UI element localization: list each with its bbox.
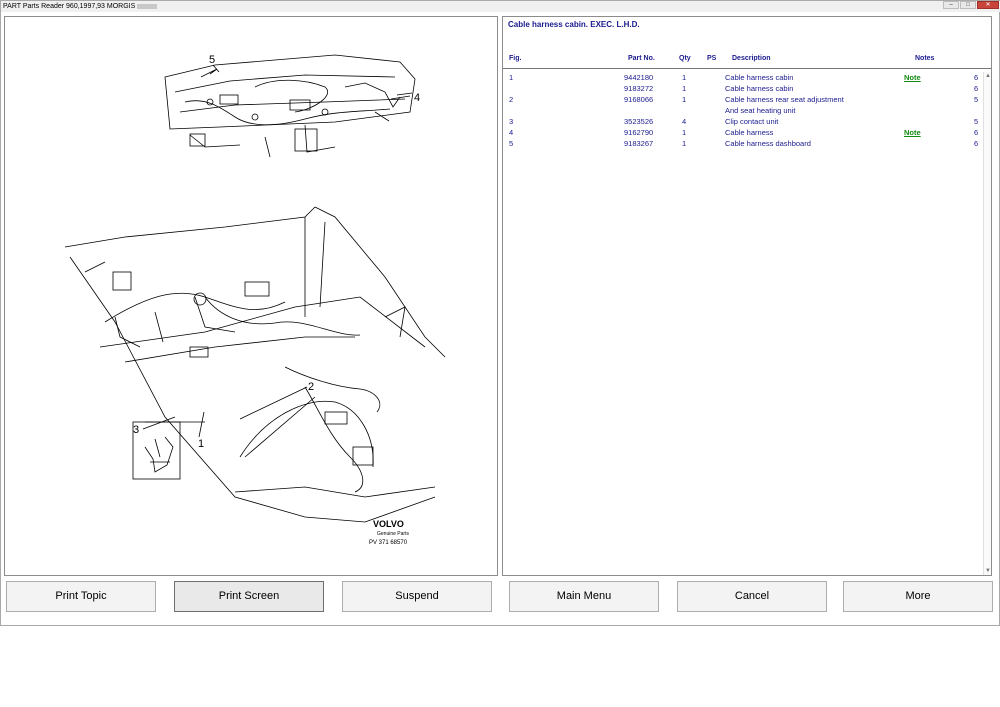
callout-4: 4 xyxy=(414,92,420,104)
row-extra: 5 xyxy=(974,117,979,126)
vertical-scrollbar[interactable]: ▲ ▼ xyxy=(983,72,991,575)
callout-1: 1 xyxy=(198,438,204,450)
row-description: And seat heating unit xyxy=(725,106,796,115)
table-row[interactable]: 9183272 1 Cable harness cabin 6 xyxy=(503,84,983,95)
row-description: Cable harness cabin xyxy=(725,84,794,93)
row-part-no: 9183272 xyxy=(624,84,654,93)
more-button[interactable]: More xyxy=(843,581,993,612)
cancel-button[interactable]: Cancel xyxy=(677,581,827,612)
row-qty: 1 xyxy=(682,95,687,104)
row-description: Cable harness rear seat adjustment xyxy=(725,95,844,104)
row-description: Cable harness cabin xyxy=(725,73,794,82)
detail-box xyxy=(132,421,181,480)
column-part-no: Part No. xyxy=(628,55,655,62)
note-link[interactable]: Note xyxy=(904,128,921,137)
table-row[interactable]: 3 3523526 4 Clip contact unit 5 xyxy=(503,117,983,128)
column-ps: PS xyxy=(707,55,717,62)
volvo-logo: VOLVO xyxy=(373,519,404,529)
column-description: Description xyxy=(732,55,771,62)
main-menu-button[interactable]: Main Menu xyxy=(509,581,659,612)
row-qty: 1 xyxy=(682,73,687,82)
wiring-diagram: 5 4 2 3 1 VOLVO Genuine Parts PV 371 685… xyxy=(64,54,446,546)
table-row[interactable]: 5 9183267 1 Cable harness dashboard 6 xyxy=(503,139,983,150)
window-controls: – □ ✕ xyxy=(943,1,999,10)
close-button[interactable]: ✕ xyxy=(977,1,999,9)
row-part-no: 9183267 xyxy=(624,139,654,148)
row-description: Clip contact unit xyxy=(725,117,779,126)
callout-3: 3 xyxy=(133,424,139,436)
row-fig: 2 xyxy=(509,95,514,104)
row-fig: 3 xyxy=(509,117,514,126)
row-fig: 5 xyxy=(509,139,514,148)
minimize-button[interactable]: – xyxy=(943,1,959,9)
row-qty: 1 xyxy=(682,128,687,137)
row-qty: 4 xyxy=(682,117,687,126)
row-extra: 6 xyxy=(974,84,979,93)
row-qty: 1 xyxy=(682,84,687,93)
row-extra: 6 xyxy=(974,73,979,82)
row-fig: 4 xyxy=(509,128,514,137)
suspend-button[interactable]: Suspend xyxy=(342,581,492,612)
parts-list-title: Cable harness cabin. EXEC. L.H.D. xyxy=(508,20,640,29)
scroll-up-icon[interactable]: ▲ xyxy=(985,73,991,79)
row-qty: 1 xyxy=(682,139,687,148)
column-fig: Fig. xyxy=(509,55,522,62)
row-description: Cable harness dashboard xyxy=(725,139,811,148)
table-row[interactable]: 1 9442180 1 Cable harness cabin Note 6 xyxy=(503,73,983,84)
reference-code: PV 371 68570 xyxy=(369,540,408,546)
row-fig: 1 xyxy=(509,73,514,82)
parts-pane: Cable harness cabin. EXEC. L.H.D. Fig. P… xyxy=(502,16,992,576)
interior-drawing xyxy=(64,206,446,523)
row-part-no: 9442180 xyxy=(624,73,654,82)
row-extra: 6 xyxy=(974,139,979,148)
table-row[interactable]: 2 9168066 1 Cable harness rear seat adju… xyxy=(503,95,983,106)
column-qty: Qty xyxy=(679,55,691,62)
print-topic-button[interactable]: Print Topic xyxy=(6,581,156,612)
app-window: PART Parts Reader 960,1997,93 MORGIS – □… xyxy=(0,0,1000,626)
column-notes: Notes xyxy=(915,55,935,62)
illustration-pane: 5 4 2 3 1 VOLVO Genuine Parts PV 371 685… xyxy=(4,16,498,576)
redacted-text xyxy=(137,3,158,9)
row-description: Cable harness xyxy=(725,128,774,137)
clip-contact-drawing xyxy=(144,436,174,473)
genuine-parts-text: Genuine Parts xyxy=(377,531,409,537)
header-divider xyxy=(503,68,991,69)
dashboard-drawing xyxy=(164,54,416,158)
row-extra: 5 xyxy=(974,95,979,104)
row-part-no: 9168066 xyxy=(624,95,654,104)
note-link[interactable]: Note xyxy=(904,73,921,82)
row-part-no: 9162790 xyxy=(624,128,654,137)
window-title: PART Parts Reader 960,1997,93 MORGIS xyxy=(3,3,136,10)
title-bar: PART Parts Reader 960,1997,93 MORGIS – □… xyxy=(1,1,1000,12)
table-row[interactable]: 4 9162790 1 Cable harness Note 6 xyxy=(503,128,983,139)
maximize-button[interactable]: □ xyxy=(960,1,976,9)
callout-5: 5 xyxy=(209,54,215,66)
scroll-down-icon[interactable]: ▼ xyxy=(985,568,991,574)
callout-2: 2 xyxy=(308,381,314,393)
row-part-no: 3523526 xyxy=(624,117,654,126)
table-row[interactable]: And seat heating unit xyxy=(503,106,983,117)
print-screen-button[interactable]: Print Screen xyxy=(174,581,324,612)
row-extra: 6 xyxy=(974,128,979,137)
